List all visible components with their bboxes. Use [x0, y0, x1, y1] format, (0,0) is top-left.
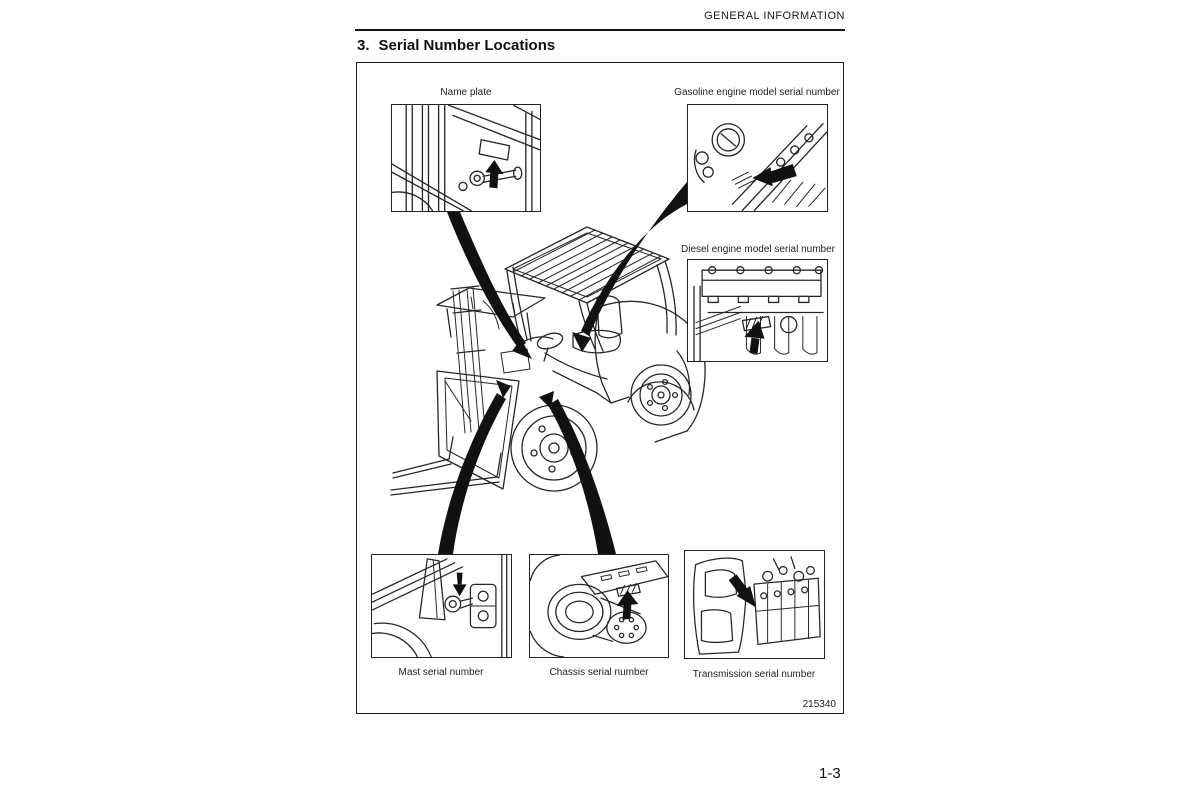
transmission-drawing [693, 556, 821, 655]
forklift-illustration [390, 182, 706, 554]
arrowhead-mast-icon [496, 380, 511, 398]
callout-box-name-plate [391, 104, 541, 212]
leader-gasoline [581, 182, 687, 336]
header-rule [355, 29, 845, 31]
section-title: Serial Number Locations [378, 37, 556, 54]
callout-label-chassis: Chassis serial number [549, 667, 649, 678]
diesel-engine-drawing [693, 266, 824, 361]
running-header: GENERAL INFORMATION [704, 10, 845, 22]
callout-label-transmission: Transmission serial number [692, 669, 816, 680]
callout-box-gasoline [687, 104, 828, 212]
callout-box-chassis [529, 554, 669, 658]
leader-chassis [548, 399, 616, 554]
name-plate-drawing [392, 105, 540, 211]
arrowhead-gasoline-icon [572, 332, 591, 352]
left-arrow-icon [752, 164, 797, 187]
up-arrow-icon [616, 590, 639, 620]
section-heading: 3. Serial Number Locations [357, 37, 555, 54]
callout-label-diesel: Diesel engine model serial number [681, 244, 835, 255]
forklift-line-art [390, 226, 706, 496]
up-arrow-icon [744, 320, 765, 354]
callout-box-diesel [687, 259, 828, 362]
callout-label-name-plate: Name plate [440, 87, 492, 98]
section-number: 3. [357, 37, 370, 54]
mast-drawing [372, 555, 508, 657]
leader-mast [438, 393, 506, 554]
callout-box-transmission [684, 550, 825, 659]
up-arrow-icon [485, 160, 504, 189]
figure-frame: Name plate [356, 62, 844, 714]
down-right-arrow-icon [728, 574, 756, 608]
leader-name-plate [447, 212, 526, 349]
down-arrow-icon [452, 572, 467, 597]
figure-number: 215340 [802, 699, 836, 710]
chassis-drawing [530, 555, 668, 657]
arrowhead-name-plate-icon [512, 339, 532, 359]
page-number: 1-3 [819, 765, 841, 782]
callout-box-mast [371, 554, 512, 658]
callout-label-gasoline: Gasoline engine model serial number [674, 87, 840, 98]
gasoline-engine-drawing [693, 123, 827, 211]
arrowhead-chassis-icon [539, 391, 554, 409]
callout-label-mast: Mast serial number [398, 667, 484, 678]
leader-ribbons [438, 182, 687, 554]
